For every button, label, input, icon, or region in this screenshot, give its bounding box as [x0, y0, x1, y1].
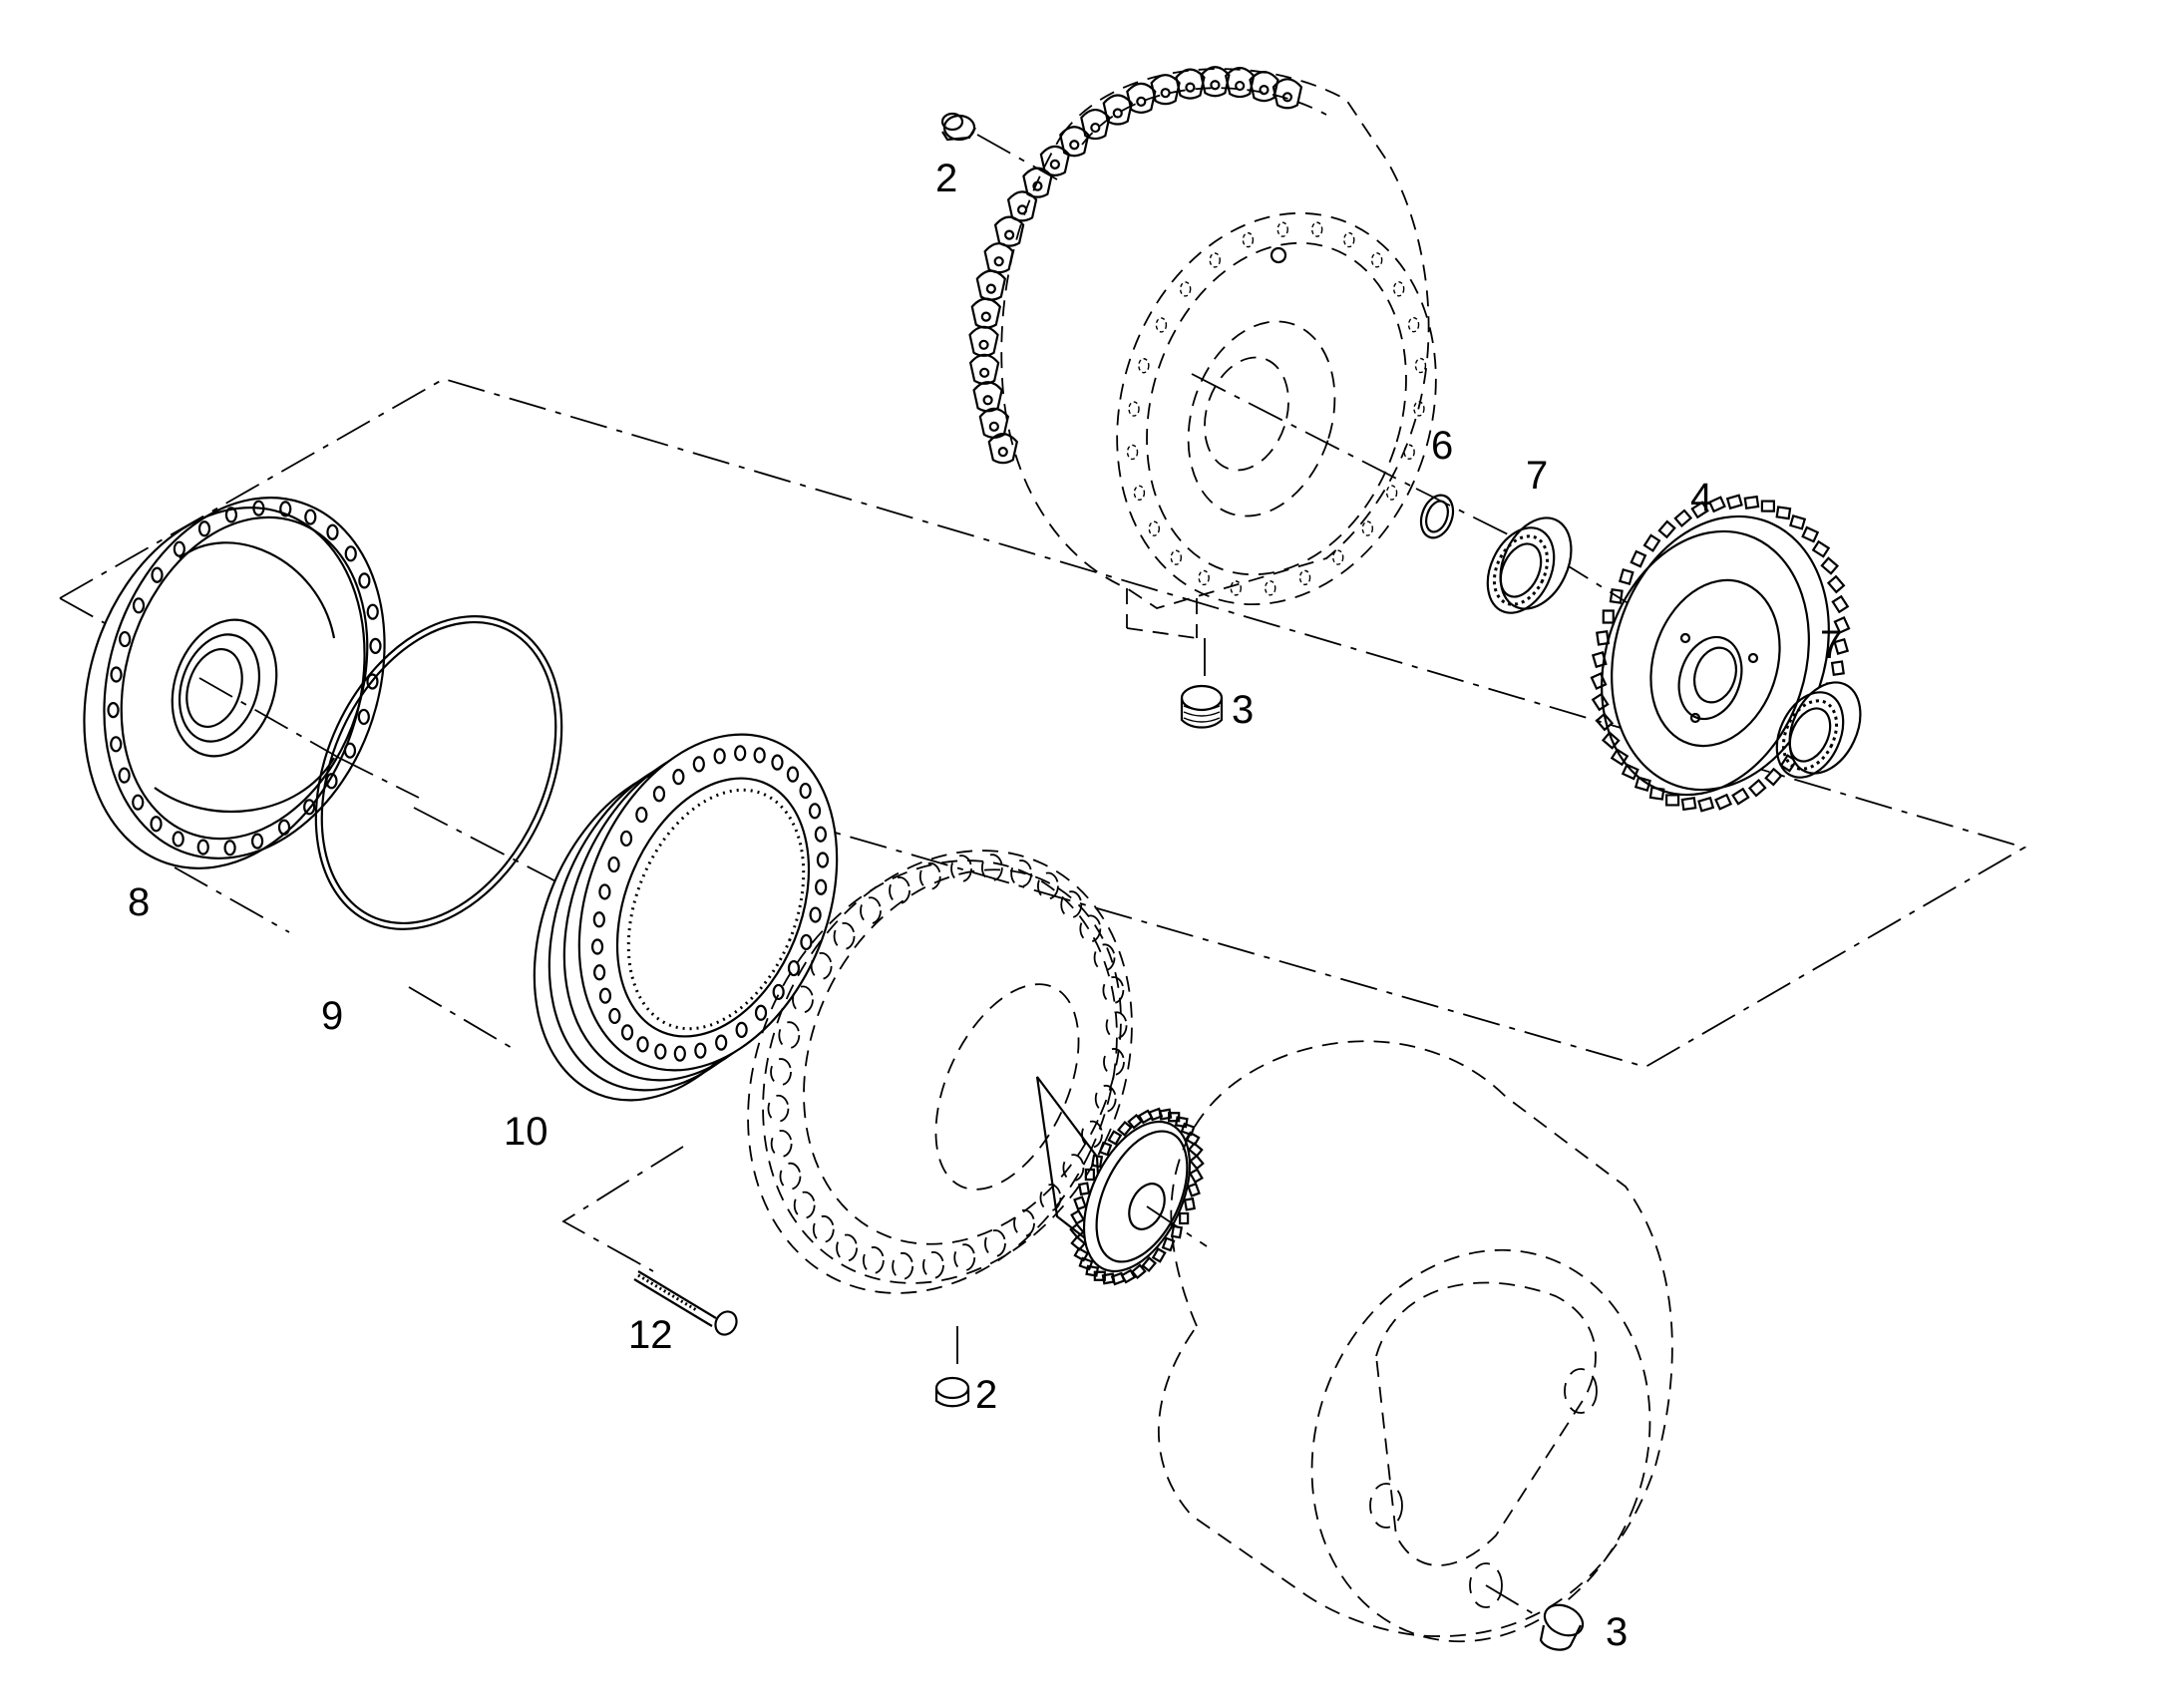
- ring-gear-part-10: [533, 733, 839, 1102]
- callout-8: 8: [128, 880, 150, 924]
- callout-3-bottom: 3: [1606, 1610, 1628, 1654]
- callout-7-left: 7: [1526, 454, 1548, 498]
- hub-drum-phantom: [1158, 1040, 1673, 1643]
- plug-part-3-top: [1180, 684, 1224, 729]
- callout-2-top: 2: [935, 157, 957, 200]
- callout-3-top: 3: [1232, 688, 1254, 732]
- sun-gear-shaft: [1035, 1076, 1205, 1286]
- bolt-part-12: [633, 1270, 738, 1336]
- cover-plate-part-8: [83, 497, 386, 869]
- callout-12: 12: [628, 1313, 673, 1357]
- snap-ring-part-6: [1419, 494, 1455, 539]
- callout-7-right: 7: [1820, 623, 1842, 667]
- bearing-part-7-left: [1486, 516, 1573, 614]
- callout-2-bottom: 2: [975, 1373, 997, 1417]
- callout-4: 4: [1690, 476, 1712, 519]
- planet-carrier-phantom: [747, 850, 1133, 1294]
- callout-10: 10: [504, 1110, 548, 1154]
- bearing-part-7-right: [1775, 681, 1862, 779]
- plug-part-3-bottom: [1485, 1584, 1585, 1651]
- callout-9: 9: [321, 994, 343, 1038]
- housing-phantom: [968, 66, 1437, 639]
- assembly-bracket: [59, 378, 2027, 1272]
- plug-part-2-bottom: [934, 1376, 970, 1408]
- axis-line: [1191, 373, 1417, 490]
- o-ring-part-9: [314, 615, 563, 930]
- callout-6: 6: [1431, 424, 1453, 468]
- plug-part-2-top: [940, 112, 976, 142]
- callout-labels: 2 3 6 7 4 7 8 9 10 12 2 3: [128, 157, 1842, 1654]
